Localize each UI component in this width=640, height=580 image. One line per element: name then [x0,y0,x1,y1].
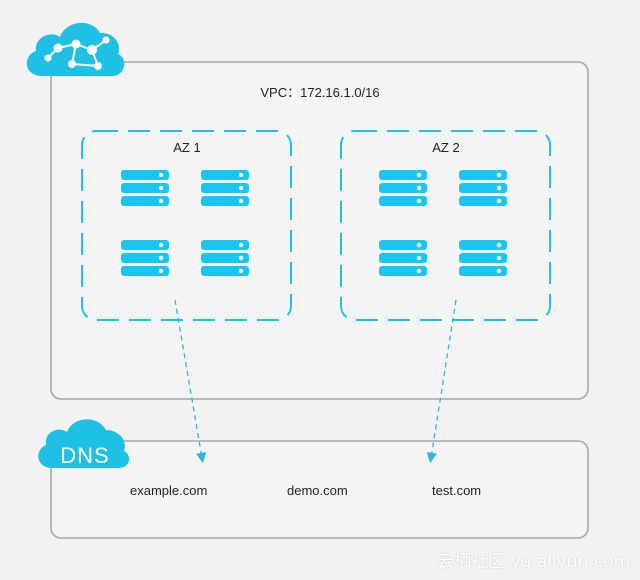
dns-container [50,440,589,539]
server-rack-icon [121,170,169,206]
server-rack-icon [459,240,507,276]
az1-label: AZ 1 [173,140,201,155]
dns-badge-text: DNS [60,443,110,468]
az2-label: AZ 2 [432,140,460,155]
server-rack-icon [379,240,427,276]
server-rack-icon [459,170,507,206]
domain-demo: demo.com [287,483,348,498]
server-rack-icon [121,240,169,276]
server-rack-icon [201,170,249,206]
cloud-network-icon [26,22,125,76]
domain-test: test.com [432,483,482,498]
vpc-container [50,61,589,400]
domain-example: example.com [130,483,208,498]
cloud-icon [38,419,130,468]
vpc-cidr-label: VPC：172.16.1.0/16 [260,85,380,100]
watermark: 云栖社区 yq.aliyun.com [437,552,630,572]
server-rack-icon [379,170,427,206]
server-rack-icon [201,240,249,276]
